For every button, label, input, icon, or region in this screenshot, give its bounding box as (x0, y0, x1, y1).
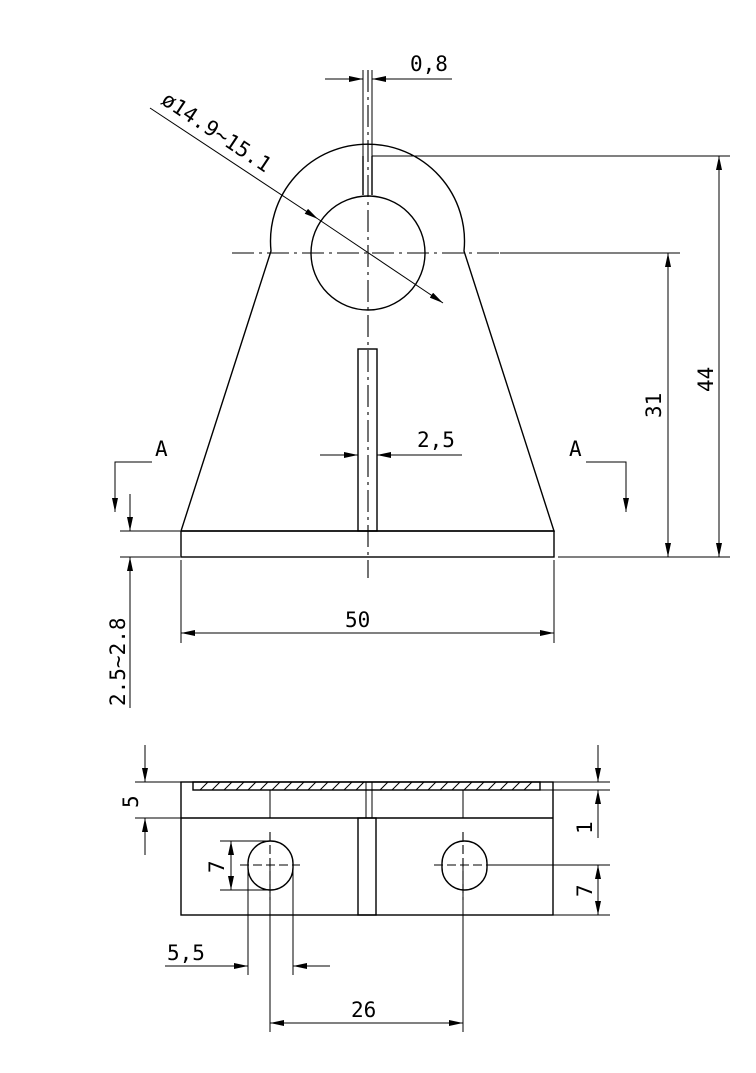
dim-plate-thickness: 2.5~2.8 (106, 494, 180, 708)
dim-flange-height-label: 5 (119, 795, 143, 808)
dim-slot-length: 7 (205, 840, 270, 891)
section-mark-right: A (569, 437, 629, 512)
dim-center-height-label: 31 (642, 393, 666, 418)
dim-top-offset-label: 1 (573, 821, 597, 834)
dim-slot-width-bottom-label: 5,5 (167, 941, 205, 965)
dim-slot-width-label: 0,8 (410, 52, 448, 76)
section-outline (180, 781, 554, 916)
dim-slot-width: 0,8 (325, 52, 452, 156)
dim-center-slot-width: 2,5 (320, 428, 462, 458)
dim-overall-height-label: 44 (694, 367, 718, 392)
section-mark-left: A (112, 437, 168, 512)
section-center-slot (357, 817, 377, 916)
dim-plate-thickness-label: 2.5~2.8 (106, 617, 130, 706)
dim-flange-height: 5 (119, 745, 181, 855)
bracket-outline (180, 143, 555, 532)
section-label-right: A (569, 437, 582, 461)
front-view (180, 70, 680, 578)
dim-bore-diameter-label: ø14.9~15.1 (157, 87, 276, 177)
dim-center-height: 31 (558, 253, 680, 558)
dim-bore-diameter: ø14.9~15.1 (149, 87, 444, 304)
dim-top-offset: 1 (540, 745, 610, 838)
section-label-left: A (155, 437, 168, 461)
dim-slot-width-bottom: 5,5 (165, 866, 330, 975)
dim-slot-offset-right: 7 (487, 864, 610, 916)
hatch-lines (199, 781, 533, 791)
dim-slot-length-label: 7 (205, 860, 229, 873)
dim-base-width: 50 (180, 560, 555, 643)
dim-center-slot-width-label: 2,5 (417, 428, 455, 452)
section-view (180, 781, 554, 916)
dim-hole-spacing-label: 26 (351, 998, 376, 1022)
dim-hole-spacing: 26 (269, 866, 464, 1032)
dim-base-width-label: 50 (345, 608, 370, 632)
dim-slot-offset-right-label: 7 (573, 884, 597, 897)
dim-overall-height: 44 (372, 155, 730, 558)
